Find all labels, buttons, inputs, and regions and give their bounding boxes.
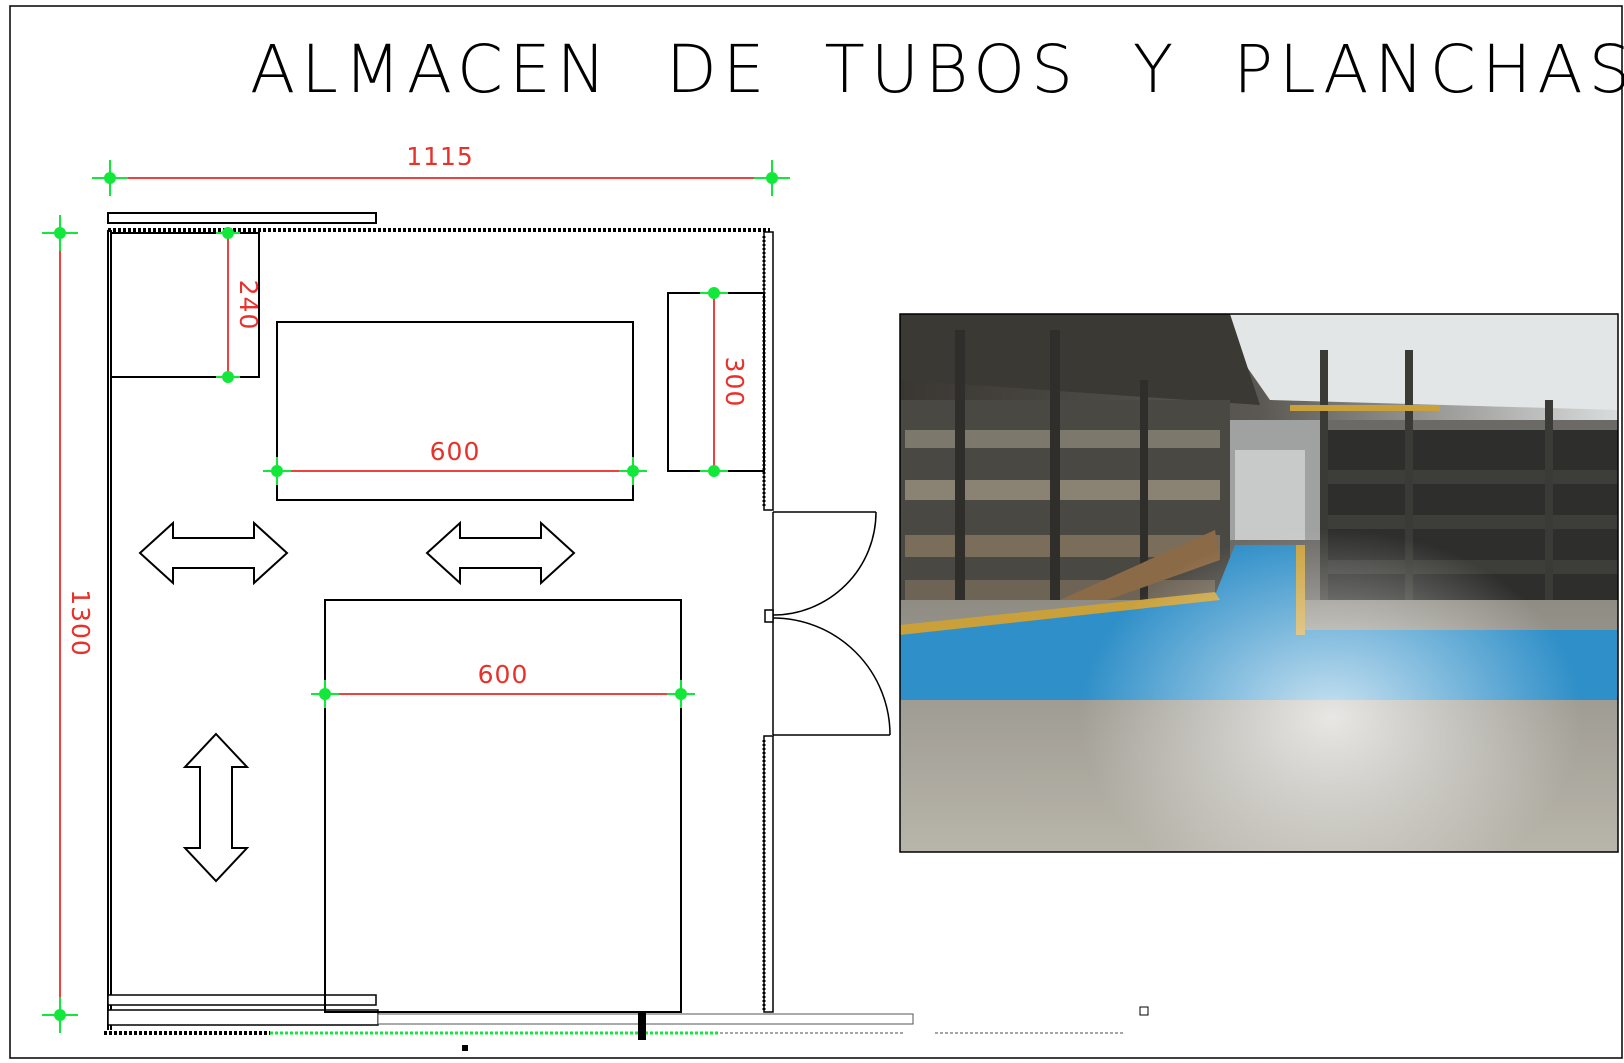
dimension-label-240: 240 [234,280,263,331]
drawing-title: ALMACEN DE TUBOS Y PLANCHAS [250,31,1624,108]
dimension-label-600-lower: 600 [478,660,529,689]
dimension-total-height: 1300 [42,215,95,1033]
double-arrow-horizontal-icon [425,520,576,586]
dimension-label-width: 1115 [406,142,474,171]
double-door [764,511,891,736]
dimension-label-height: 1300 [66,589,95,657]
double-arrow-vertical-icon [182,732,250,883]
dimension-upper-rack: 600 [263,437,647,485]
photo-frame [899,313,1619,853]
double-arrow-horizontal-icon [138,520,289,586]
dimension-right-rack: 300 [700,287,749,477]
dimension-total-width: 1115 [92,142,790,196]
dimension-top-left-rack: 240 [216,227,263,383]
outer-walls [104,212,1149,1051]
dimension-label-600-upper: 600 [430,437,481,466]
rack-top-left [110,232,260,378]
rack-lower-center [324,599,682,1013]
dimension-label-300: 300 [720,357,749,408]
dimension-lower-rack: 600 [311,660,695,708]
rack-upper-center [276,321,634,501]
floor-plan: 1115 1300 240 300 600 [42,142,1149,1051]
warehouse-photo [899,313,1619,853]
